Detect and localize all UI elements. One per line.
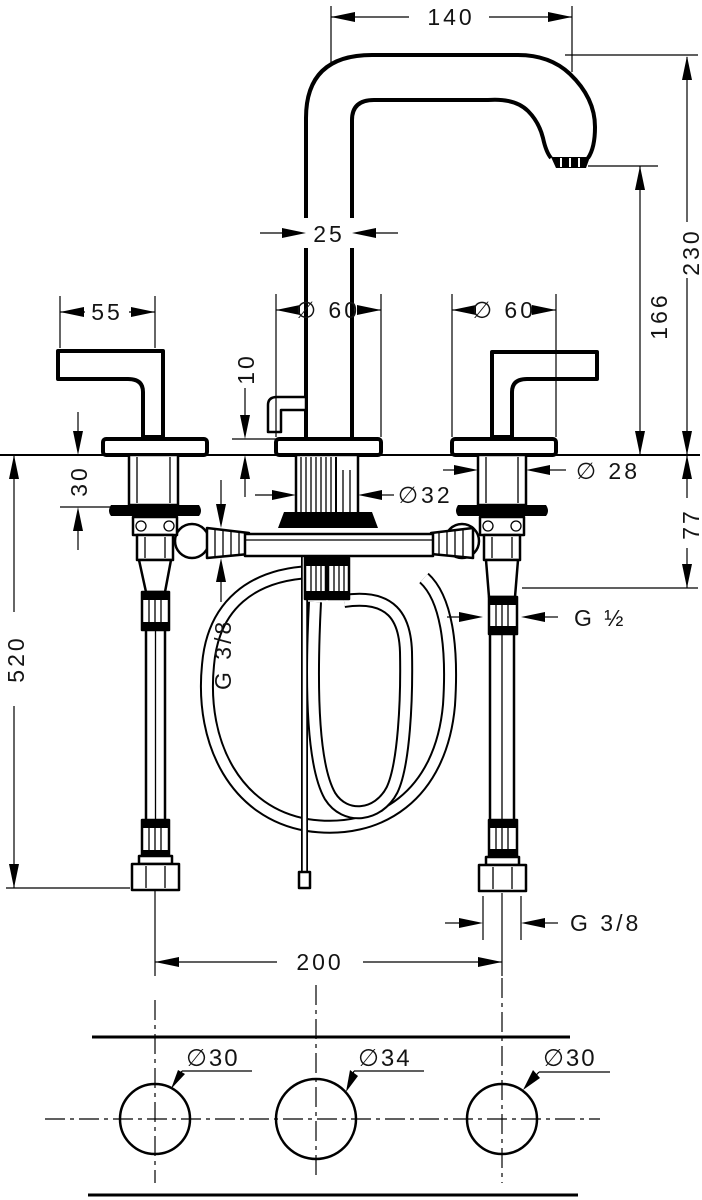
spout xyxy=(304,53,597,439)
dim-below-deck: 77 xyxy=(678,455,702,588)
left-hose-nut xyxy=(130,862,181,892)
hole-middle-label: ∅34 xyxy=(358,1045,412,1072)
hole-middle-callout: ∅34 xyxy=(346,1045,424,1092)
center-cartridge-shank xyxy=(278,453,378,528)
dim-spout-pipe-label: 25 xyxy=(313,221,345,247)
dim-escutcheon-right: ∅ 60 xyxy=(452,297,556,323)
dim-escutcheon-right-label: ∅ 60 xyxy=(472,297,536,323)
dim-handle-length: 55 xyxy=(60,299,155,325)
countertop-plan-view: ∅30 ∅34 ∅30 xyxy=(45,978,610,1197)
label-thread-side: G ½ xyxy=(447,605,626,631)
left-valve-assembly xyxy=(109,453,201,594)
stabilizer-bar xyxy=(243,532,435,558)
right-supply-hose xyxy=(477,595,528,893)
extension-lines xyxy=(6,6,698,976)
supply-hose-loops xyxy=(200,565,458,834)
dim-escutcheon-center: ∅ 60 xyxy=(276,297,381,323)
dim-hole-spacing: 200 xyxy=(155,949,502,975)
label-thread-bottom: G 3/8 xyxy=(445,910,641,936)
dim-spout-reach-label: 140 xyxy=(427,4,474,30)
left-ball-joint xyxy=(173,522,211,560)
dim-hose-length-label: 520 xyxy=(3,635,29,682)
label-thread-center: G 3/8 xyxy=(210,480,236,690)
dim-escutcheon-center-label: ∅ 60 xyxy=(296,297,360,323)
hole-right-label: ∅30 xyxy=(543,1045,597,1072)
right-hose-nut xyxy=(477,863,528,893)
dim-height-outlet-label: 166 xyxy=(646,292,672,339)
dim-deck-thickness: 30 xyxy=(66,412,92,550)
aerator xyxy=(551,157,590,168)
hose-crimp-collars xyxy=(303,556,351,601)
dim-height-outlet: 166 xyxy=(635,166,672,455)
dim-handle-length-label: 55 xyxy=(91,299,123,325)
dim-spout-pipe: 25 xyxy=(260,221,398,247)
dim-height-top-label: 230 xyxy=(678,228,702,275)
hole-right xyxy=(465,1082,539,1156)
dim-spout-reach: 140 xyxy=(331,4,572,30)
cartridge-seal xyxy=(278,512,378,528)
label-thread-bottom-text: G 3/8 xyxy=(570,910,641,936)
dim-shank-center-label: ∅32 xyxy=(398,482,453,508)
dim-hole-spacing-label: 200 xyxy=(296,949,343,975)
hole-middle xyxy=(274,1077,358,1161)
hole-right-callout: ∅30 xyxy=(523,1045,610,1090)
right-handle-lever xyxy=(490,350,599,439)
dim-below-deck-label: 77 xyxy=(678,508,702,540)
dim-deck-thickness-label: 30 xyxy=(66,465,92,497)
left-handle-lever xyxy=(56,349,165,439)
pop-up-rod xyxy=(297,556,312,890)
escutcheons xyxy=(101,437,558,457)
hole-left-label: ∅30 xyxy=(186,1045,240,1072)
label-thread-side-text: G ½ xyxy=(574,605,626,631)
dim-shank-side-label: ∅ 28 xyxy=(576,458,640,484)
pop-up-knob xyxy=(266,395,308,434)
right-valve-assembly xyxy=(456,453,548,599)
hole-left xyxy=(118,1082,192,1156)
dim-shank-side: ∅ 28 xyxy=(443,458,640,484)
dim-escutcheon-height: 10 xyxy=(233,353,259,497)
tee-bar-assembly xyxy=(173,522,481,601)
left-supply-hose xyxy=(130,590,181,892)
dim-escutcheon-height-label: 10 xyxy=(233,353,259,385)
hole-left-callout: ∅30 xyxy=(171,1045,252,1089)
label-thread-center-text: G 3/8 xyxy=(210,619,236,690)
dim-hose-length: 520 xyxy=(3,455,29,888)
dim-shank-center: ∅32 xyxy=(255,482,453,508)
dim-height-top: 230 xyxy=(678,56,702,455)
